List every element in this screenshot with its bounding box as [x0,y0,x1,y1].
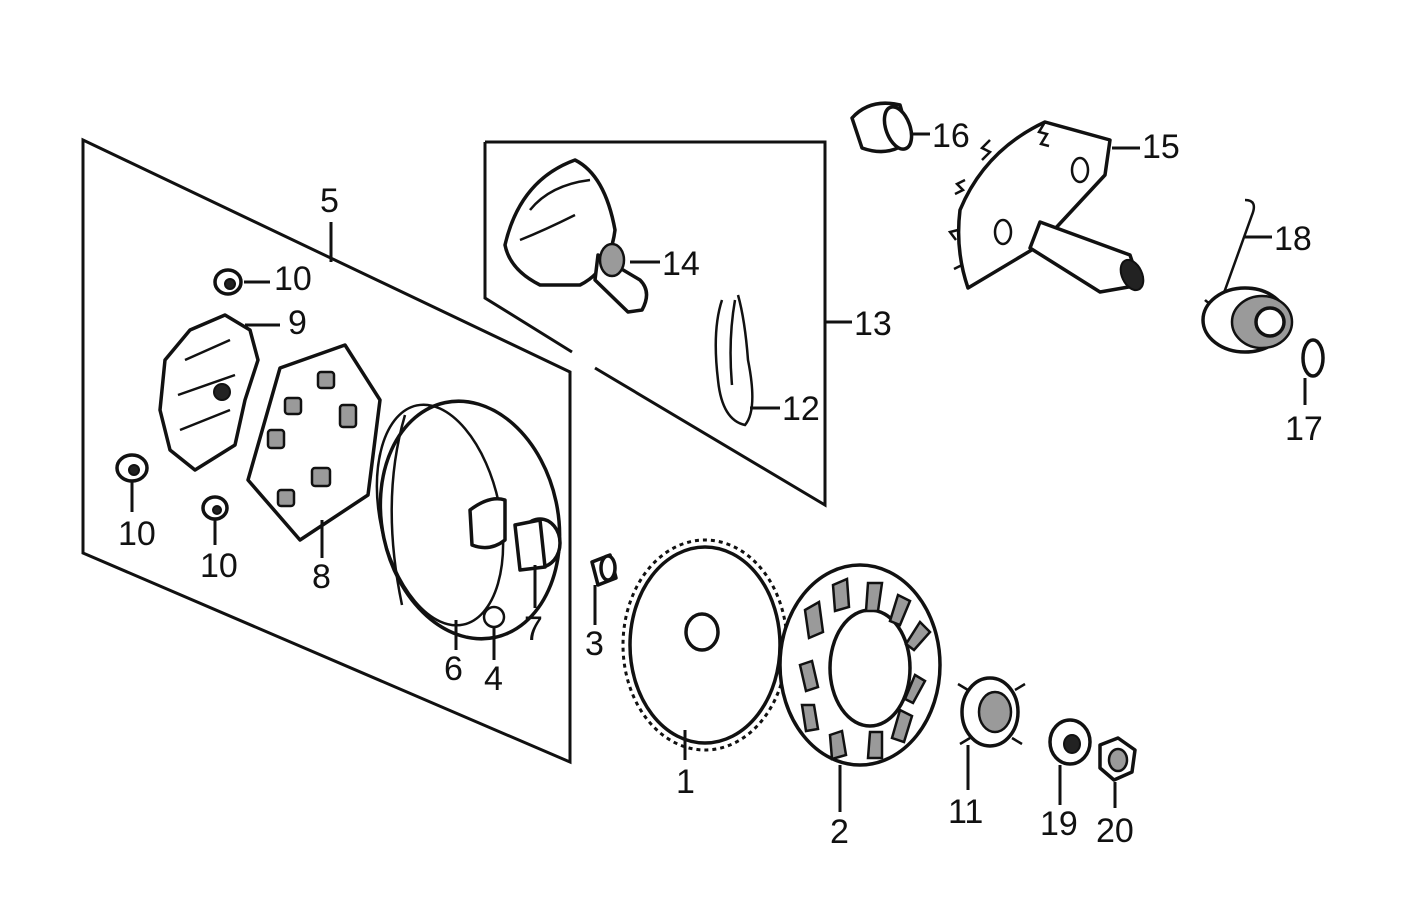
label-3: 3 [585,625,604,663]
label-15: 15 [1142,128,1180,166]
label-4: 4 [484,660,503,698]
part-18-spring [1201,198,1294,354]
leader-lines [130,132,1307,812]
part-15-kick-gear [947,120,1145,294]
label-10-top: 10 [274,260,312,298]
label-19: 19 [1040,805,1078,843]
label-5: 5 [320,182,339,220]
label-8: 8 [312,558,331,596]
label-18: 18 [1274,220,1312,258]
label-16: 16 [932,117,970,155]
label-14: 14 [662,245,700,283]
part-17-washer [1301,338,1325,378]
part-14-starter-pinion [503,158,649,314]
label-2: 2 [830,813,849,851]
part-10-nut-left [115,453,149,483]
label-6: 6 [444,650,463,688]
label-12: 12 [782,390,820,428]
label-11: 11 [948,793,983,831]
label-10-left: 10 [118,515,156,553]
part-7-collar [468,497,562,572]
label-1: 1 [676,763,695,801]
part-8-roller-plate [246,343,382,542]
part-3-bushing [590,553,618,587]
part-20-nut [1098,736,1137,782]
label-17: 17 [1285,410,1323,448]
part-16-bushing [850,101,914,154]
part-2-fan [778,563,942,767]
label-20: 20 [1096,812,1134,850]
part-11-hub [957,676,1026,748]
part-9-ramp-plate [158,313,260,472]
part-10-nut-top [213,268,243,296]
part-4-oring [482,605,506,629]
label-9: 9 [288,304,307,342]
label-13: 13 [854,305,892,343]
label-10-bottom: 10 [200,547,238,585]
part-1-drive-face [621,538,789,752]
part-12-clip [714,294,754,427]
part-19-washer [1048,718,1092,766]
label-7: 7 [524,610,543,648]
frame-assembly-5 [81,137,572,765]
part-10-nut-bottom [201,495,229,521]
